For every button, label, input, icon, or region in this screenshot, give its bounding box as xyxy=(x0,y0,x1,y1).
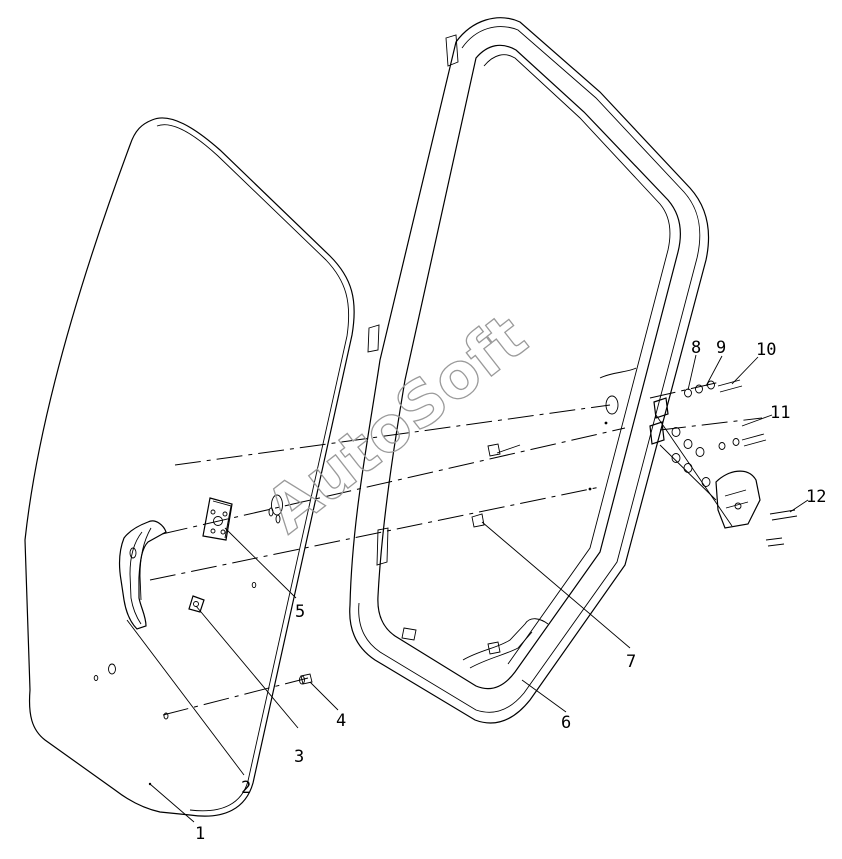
leader-lines xyxy=(126,354,809,823)
callout-3: 3 xyxy=(294,747,304,767)
callout-12: 12 xyxy=(806,487,826,507)
door-handle xyxy=(118,520,167,630)
callout-5: 5 xyxy=(295,602,305,622)
door-frame xyxy=(349,17,710,724)
callout-2: 2 xyxy=(241,778,251,798)
watermark-text: AutoSoft xyxy=(252,300,540,547)
mounting-plate xyxy=(202,494,283,541)
pin xyxy=(471,443,521,528)
assembly-lines xyxy=(149,381,763,716)
callout-6: 6 xyxy=(561,713,571,733)
hinge-assembly xyxy=(649,379,798,547)
callout-7: 7 xyxy=(626,652,636,672)
callout-1: 1 xyxy=(195,824,205,844)
callout-11: 11 xyxy=(770,403,790,423)
callout-labels: 1 2 3 4 5 6 7 8 9 10 11 12 xyxy=(195,338,826,844)
glass-panel xyxy=(24,117,355,817)
callout-10: 10 xyxy=(756,340,776,360)
callout-4: 4 xyxy=(336,711,346,731)
callout-8: 8 xyxy=(691,338,701,358)
small-plate xyxy=(188,581,257,613)
callout-9: 9 xyxy=(716,338,726,358)
